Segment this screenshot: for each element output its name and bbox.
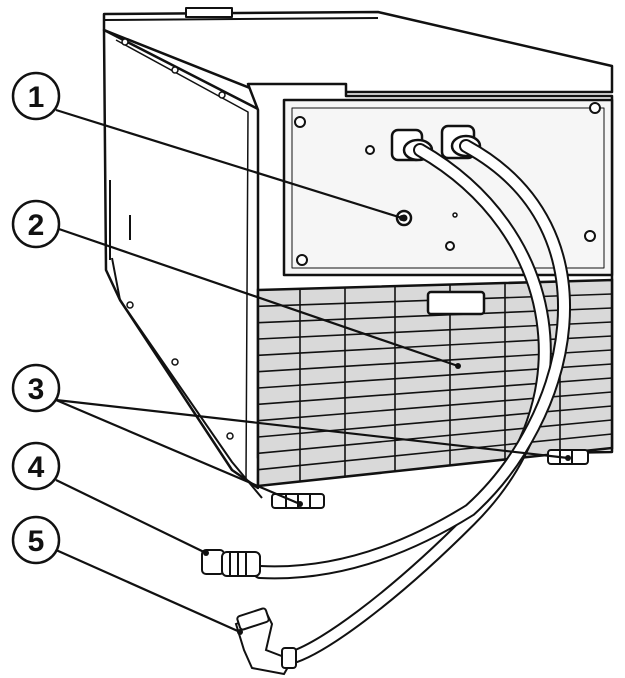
leader-1 xyxy=(55,108,403,220)
callout-4-number: 4 xyxy=(28,451,45,484)
grille-slat xyxy=(257,321,613,340)
grille-slat xyxy=(257,433,613,471)
callout-3-number: 3 xyxy=(28,373,45,406)
callout-2-number: 2 xyxy=(28,209,45,242)
leader-5 xyxy=(55,548,241,634)
leader-lines xyxy=(55,108,569,634)
panel-screw xyxy=(294,116,306,128)
grille-slat xyxy=(257,419,613,455)
callout-1: 1 xyxy=(11,71,61,121)
leader-4 xyxy=(55,479,207,554)
grille-slat xyxy=(257,405,613,438)
panel-screw xyxy=(296,254,308,266)
leader-3b xyxy=(55,398,569,460)
connector-straight xyxy=(201,549,261,577)
panel-screw xyxy=(589,102,601,114)
panel-screw xyxy=(584,230,596,242)
grille-handle xyxy=(426,290,486,316)
top-handle xyxy=(185,7,233,18)
left-side-face xyxy=(102,28,262,490)
callout-5-number: 5 xyxy=(28,525,45,558)
foot-left xyxy=(271,493,325,509)
grille-slat xyxy=(257,307,613,324)
callout-3: 3 xyxy=(11,363,61,413)
leader-3a xyxy=(55,398,301,506)
side-inner-edge xyxy=(115,39,249,479)
hose-inner xyxy=(253,139,571,580)
leader-2 xyxy=(55,226,459,368)
callout-2: 2 xyxy=(11,199,61,249)
grille-slat xyxy=(257,335,613,357)
callout-4: 4 xyxy=(11,441,61,491)
callout-5: 5 xyxy=(11,515,61,565)
callout-1-number: 1 xyxy=(28,81,45,114)
connector-angled xyxy=(234,607,297,676)
top-rear-rim xyxy=(103,17,379,21)
side-bottom-rail xyxy=(111,257,263,499)
